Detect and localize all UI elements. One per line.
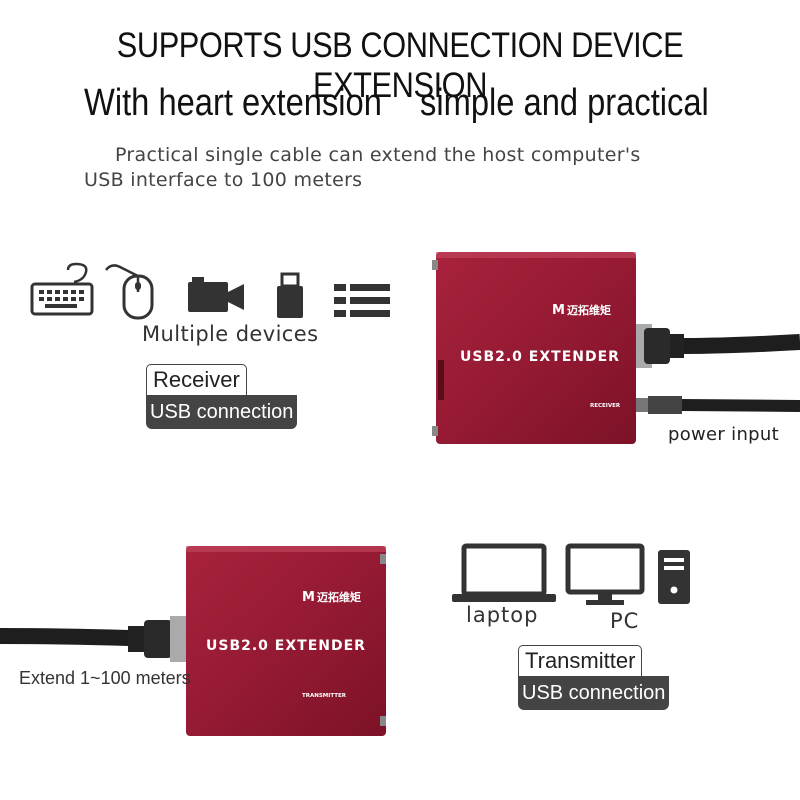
transmitter-unit: M 迈拓维矩 USB2.0 EXTENDER TRANSMITTER <box>0 546 386 736</box>
receiver-tag-body: USB connection <box>146 395 298 429</box>
receiver-logo-mark: M <box>552 303 565 318</box>
page-headline: SUPPORTS USB CONNECTION DEVICE EXTENSION <box>116 26 684 105</box>
pc-monitor-icon <box>565 543 645 605</box>
keyboard-icon <box>30 262 94 316</box>
receiver-logo-text: 迈拓维矩 <box>567 303 611 317</box>
transmitter-tag: Transmitter USB connection <box>518 645 670 710</box>
receiver-unit: M 迈拓维矩 USB2.0 EXTENDER RECEIVER <box>432 252 800 444</box>
camera-icon <box>188 277 244 312</box>
usb-drive-icon <box>277 272 303 318</box>
transmitter-ethernet-cable <box>0 616 186 662</box>
subheadline-left: With heart extension <box>84 82 382 124</box>
subheadline-right: simple and practical <box>420 82 709 124</box>
mouse-icon <box>105 264 154 320</box>
extend-distance-label: Extend 1~100 meters <box>19 668 191 688</box>
receiver-role: RECEIVER <box>590 403 621 409</box>
receiver-box <box>436 252 636 444</box>
device-icons-row <box>30 262 390 320</box>
pc-label: PC <box>610 609 640 633</box>
pc-tower-icon <box>658 550 690 604</box>
laptop-label: laptop <box>466 603 539 627</box>
receiver-ethernet-cable <box>636 324 800 368</box>
receiver-power-cable <box>636 396 800 414</box>
transmitter-logo: M 迈拓维矩 <box>302 590 361 605</box>
transmitter-model: USB2.0 EXTENDER <box>206 638 366 654</box>
transmitter-tag-title: Transmitter <box>518 645 643 676</box>
laptop-icon <box>452 543 556 602</box>
description-line-1: Practical single cable can extend the ho… <box>115 144 641 166</box>
list-icon <box>334 284 390 317</box>
transmitter-tag-body: USB connection <box>518 676 670 710</box>
receiver-tag: Receiver USB connection <box>146 364 298 429</box>
receiver-model: USB2.0 EXTENDER <box>460 349 620 365</box>
power-input-label: power input <box>668 424 779 445</box>
transmitter-logo-mark: M <box>302 590 315 605</box>
receiver-tag-title: Receiver <box>146 364 247 395</box>
transmitter-role: TRANSMITTER <box>302 693 347 699</box>
multiple-devices-label: Multiple devices <box>142 322 319 346</box>
transmitter-logo-text: 迈拓维矩 <box>317 590 361 604</box>
receiver-logo: M 迈拓维矩 <box>552 303 611 318</box>
host-icons-row <box>452 543 690 605</box>
description-line-2: USB interface to 100 meters <box>84 169 363 191</box>
transmitter-box <box>186 546 386 736</box>
